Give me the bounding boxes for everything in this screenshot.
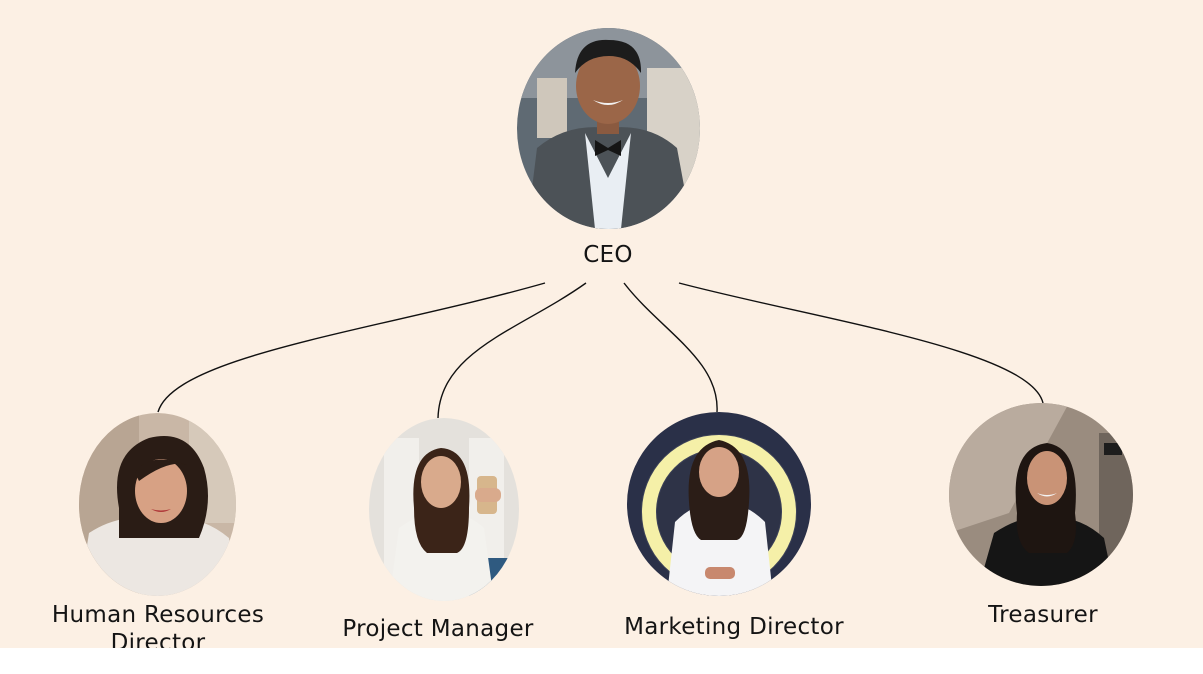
marketing-director-photo <box>627 412 811 596</box>
connector-ceo-to-treasurer <box>678 282 1044 404</box>
hr-director-photo-icon <box>79 413 236 596</box>
hr-director-photo <box>79 413 236 596</box>
hr-director-role-label: Human Resources Director <box>51 602 265 648</box>
project-manager-role-label: Project Manager <box>342 616 534 642</box>
connector-ceo-to-marketing-director <box>623 282 718 413</box>
connector-ceo-to-project-manager <box>437 282 587 419</box>
project-manager-photo <box>369 418 519 601</box>
marketing-director-role-label: Marketing Director <box>624 614 844 640</box>
marketing-director-photo-icon <box>627 412 811 596</box>
treasurer-photo-icon <box>949 403 1133 586</box>
ceo-role-label: CEO <box>583 242 633 268</box>
treasurer-role-label: Treasurer <box>988 602 1098 628</box>
project-manager-photo-icon <box>369 418 519 601</box>
treasurer-photo <box>949 403 1133 586</box>
org-chart: CEO Human Resources Director Project <box>0 0 1203 648</box>
ceo-photo <box>517 28 700 229</box>
connector-lines <box>157 282 1044 419</box>
connector-ceo-to-hr-director <box>157 282 546 413</box>
ceo-photo-icon <box>517 28 700 229</box>
